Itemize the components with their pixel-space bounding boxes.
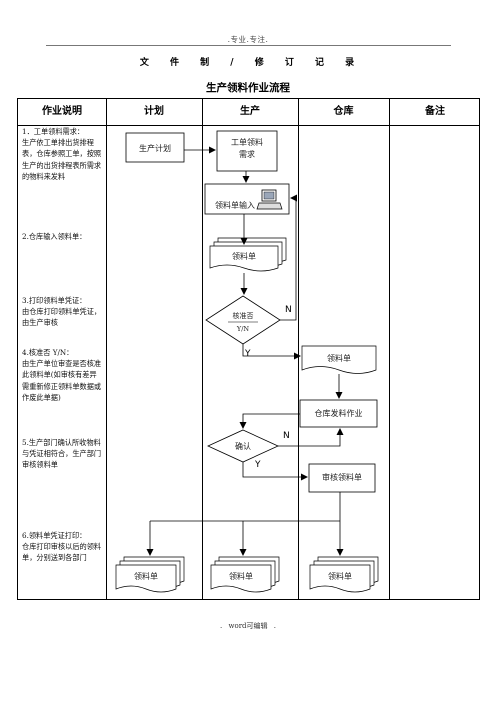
issue-box (299, 399, 378, 428)
step-4-description: 4.核准否 Y/N： 由生产单位审查是否核准 此领料单(如审核有差异 需重新修正… (22, 348, 102, 402)
column-header-description: 作业说明 (42, 106, 82, 117)
review-label: 审核领料单 (322, 473, 362, 482)
document-warehouse (301, 345, 377, 374)
document-production-label: 领料单 (232, 252, 256, 261)
no-label-2: N (283, 431, 290, 441)
work-order-label-1: 工单领料 (231, 138, 263, 147)
no-label-1: N (285, 305, 292, 315)
column-header-production: 生产 (240, 106, 260, 117)
yes-label-2: Y (255, 460, 261, 470)
step-6-description: 6.领料单凭证打印： 仓库打印审核以后的领料 单，分别送到各部门 (22, 531, 102, 563)
output-warehouse-label: 领料单 (328, 572, 352, 581)
header-note: .专业.专注. (227, 35, 269, 44)
plan-label: 生产计划 (139, 144, 171, 153)
document-stack-production (209, 237, 287, 272)
step-1-description: 1．工单领料需求： 生产依工单排出货排程 表，仓库参照工单，按照 生产的出货排程… (22, 127, 102, 181)
step-5-description: 5.生产部门确认所收物料 与凭证相符合，生产部门 审核领料单 (22, 438, 102, 470)
step-3-description: 3.打印领料单凭证： 由仓库打印领料单凭证， 由生产审核 (22, 296, 102, 328)
approve-label: 核准否 (232, 312, 254, 320)
column-divider (389, 99, 390, 599)
output-plan-label: 领料单 (134, 572, 158, 581)
header-row-divider (18, 125, 479, 126)
output-production-label: 领料单 (229, 572, 253, 581)
computer-icon (256, 189, 283, 210)
document-stack-plan (115, 556, 185, 593)
document-stack-out-warehouse (309, 556, 379, 593)
yes-label-1: Y (245, 349, 251, 359)
document-warehouse-label: 领料单 (327, 354, 351, 363)
column-header-warehouse: 仓库 (333, 106, 354, 117)
column-divider (202, 99, 203, 599)
plan-box (125, 132, 185, 163)
footer-note: . word可编辑 . (220, 622, 276, 630)
confirm-label: 确认 (235, 442, 251, 451)
document-stack-out-production (210, 556, 280, 593)
flow-title: 生产领料作业流程 (206, 82, 290, 94)
column-header-remarks: 备注 (425, 106, 445, 117)
column-divider (298, 99, 299, 599)
flow-connectors (146, 146, 344, 556)
work-order-label-2: 需求 (239, 150, 255, 159)
header-rule (46, 45, 451, 46)
column-header-plan: 计划 (144, 106, 164, 117)
input-label: 领料单输入 (215, 201, 255, 210)
column-divider (106, 99, 107, 599)
issue-label: 仓库发料作业 (314, 409, 363, 418)
process-table: 作业说明 计划 生产 仓库 备注 (17, 98, 480, 600)
work-order-box (216, 130, 278, 172)
step-2-description: 2.仓库输入领料单： (22, 232, 87, 241)
document-title: 文 件 制 / 修 订 记 录 (139, 58, 357, 68)
approve-yn-label: Y/N (236, 325, 250, 333)
review-box (308, 463, 376, 493)
